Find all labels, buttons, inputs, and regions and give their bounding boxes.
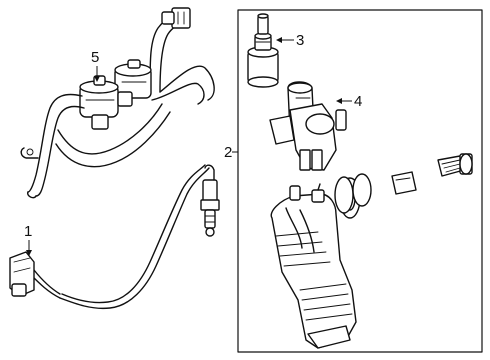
oxygen-sensor [59,164,220,310]
callout-3: 3 [296,32,304,49]
callout-1: 1 [24,223,32,240]
clip [391,171,417,195]
assembly-frame [237,9,483,353]
callout-4: 4 [354,93,362,110]
callout-5: 5 [91,49,99,66]
canister-housing [270,183,357,349]
connector-part-1 [9,251,61,299]
grommet-seals [334,173,372,219]
purge-valve-assembly [20,7,215,199]
callout-2: 2 [224,144,232,161]
bolt [437,153,473,177]
part-4-valve-body [269,81,347,171]
part-3-valve [247,13,279,88]
